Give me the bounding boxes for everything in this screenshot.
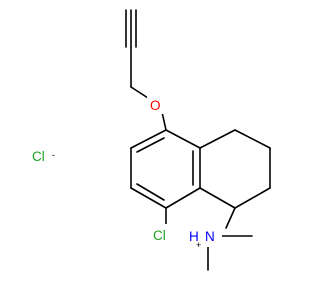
- ch2-oxygen-bond: [130, 86, 149, 99]
- ammonium-n-label: N: [205, 229, 215, 244]
- oxygen-ring-bond: [161, 111, 167, 131]
- ammonium-charge: +: [196, 240, 201, 250]
- ring-nitrogen-bond: [225, 207, 236, 229]
- aryl-chlorine-label: Cl: [153, 228, 166, 243]
- ammonium-h-label: H: [189, 229, 199, 244]
- ring-inner-double-bond-top: [136, 137, 165, 153]
- saturated-ring: [199, 129, 271, 209]
- ring-inner-double-bond-left: [136, 183, 165, 201]
- alkyne-triple-bond: [125, 9, 137, 48]
- aromatic-ring: [130, 129, 201, 209]
- ether-oxygen-label: O: [150, 98, 161, 113]
- counterion-chlorine-label: Cl: [32, 149, 45, 164]
- structure-diagram: O Cl Cl - H N +: [32, 9, 271, 271]
- counterion-charge: -: [52, 150, 55, 160]
